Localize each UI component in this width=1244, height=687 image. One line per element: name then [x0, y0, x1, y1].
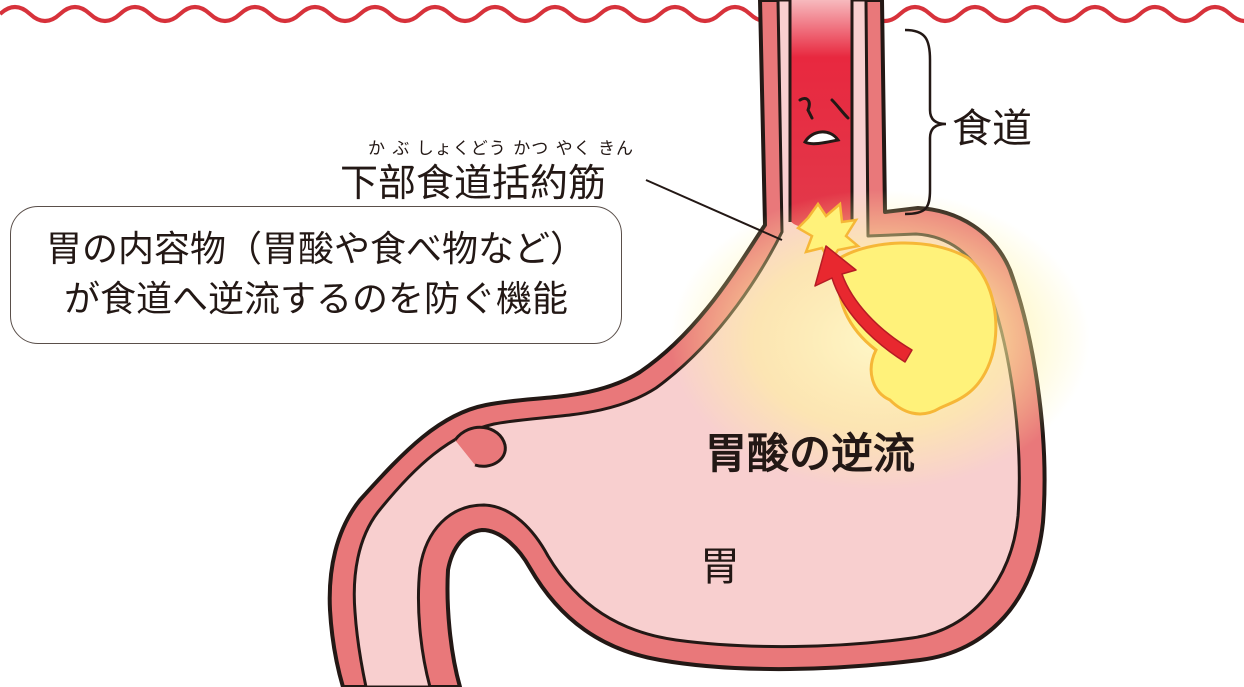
les-label: 下部食道括約筋 — [340, 152, 606, 207]
les-leader-line — [646, 180, 782, 240]
callout-line-2: が食道へ逆流するのを防ぐ機能 — [64, 275, 568, 325]
stomach-label: 胃 — [700, 534, 740, 592]
esophagus-label: 食道 — [952, 96, 1032, 154]
acid-reflux-label: 胃酸の逆流 — [705, 420, 915, 481]
wavy-border — [0, 7, 1244, 21]
function-callout-box: 胃の内容物（胃酸や食べ物など） が食道へ逆流するのを防ぐ機能 — [10, 206, 622, 344]
esophagus-brace — [905, 30, 946, 214]
callout-line-1: 胃の内容物（胃酸や食べ物など） — [46, 225, 586, 275]
